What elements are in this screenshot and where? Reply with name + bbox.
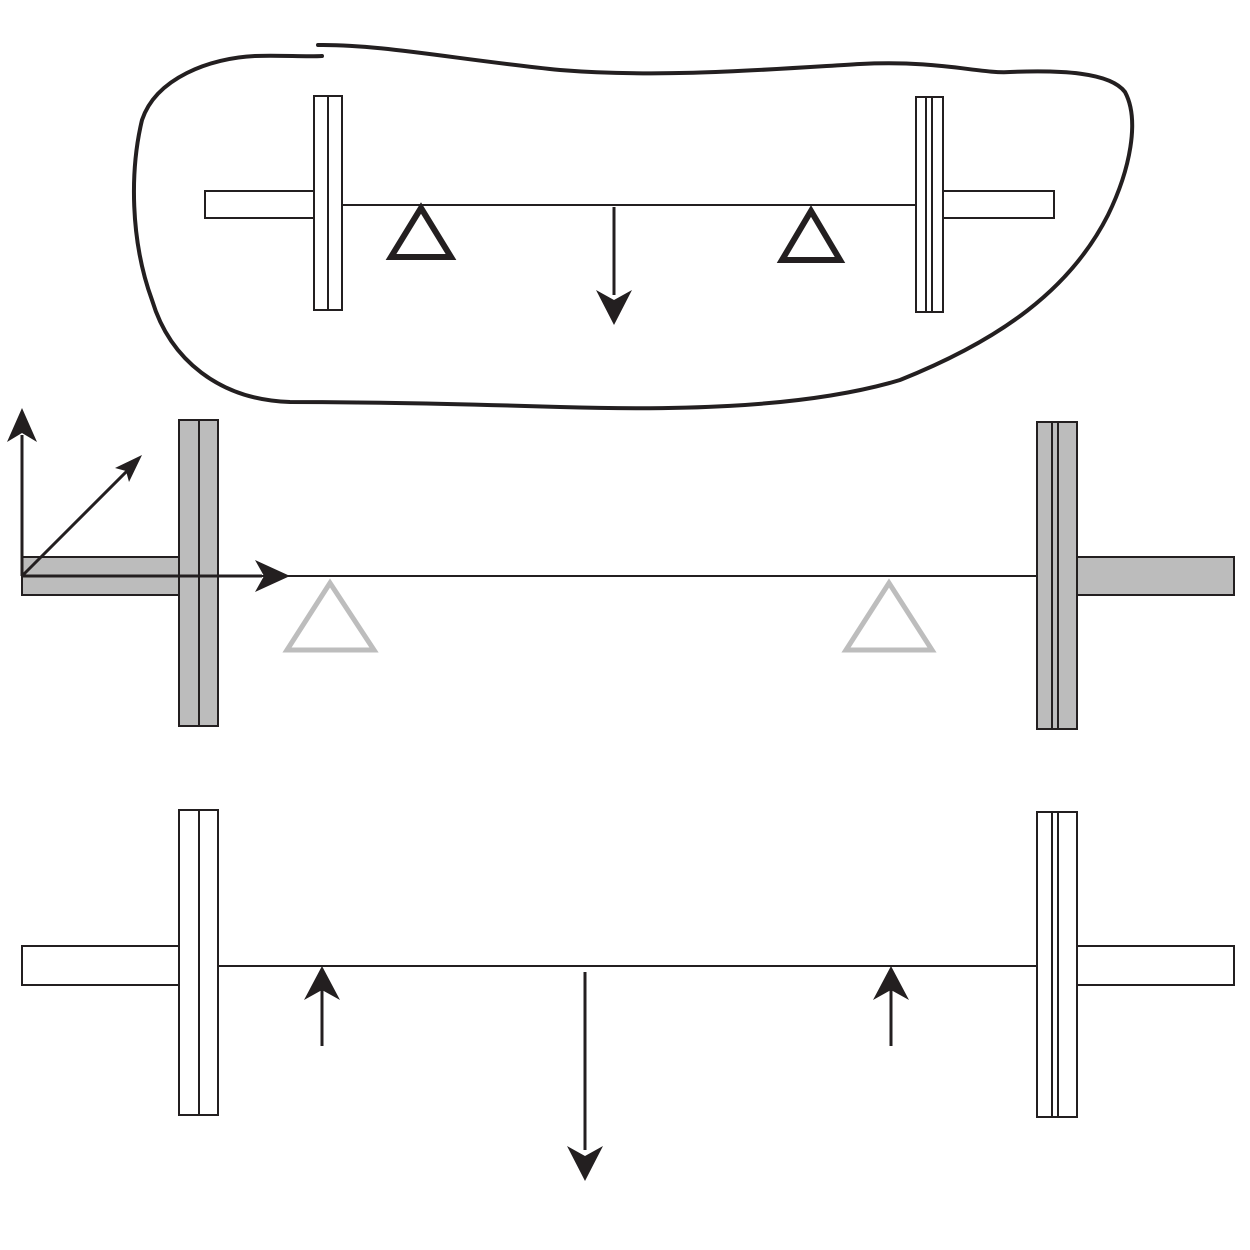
left-sleeve [21,945,181,986]
system-boundary-curve [131,42,1135,411]
right-plate [915,96,944,313]
left-reaction-arrow [304,966,340,1046]
left-plate [178,809,219,1116]
right-support [841,578,937,653]
weight-arrow [567,972,603,1181]
left-plate [178,419,219,727]
weight-arrow [596,207,632,325]
left-support [385,202,457,260]
y-axis-arrow [7,408,37,576]
left-plate [313,95,343,311]
panel-coordinate-and-supports [7,408,1235,730]
panel-isolated-system [131,42,1135,411]
right-plate [1036,811,1078,1118]
z-axis-arrow [20,455,142,578]
x-axis-arrow [22,560,290,592]
right-support [776,205,846,263]
right-reaction-arrow [873,966,909,1046]
right-handle [941,190,1055,219]
right-plate [1036,421,1078,730]
left-support [282,578,379,653]
panel-free-body [21,809,1235,1181]
left-handle [204,190,316,219]
right-sleeve [1076,556,1235,596]
right-sleeve [1076,945,1235,986]
